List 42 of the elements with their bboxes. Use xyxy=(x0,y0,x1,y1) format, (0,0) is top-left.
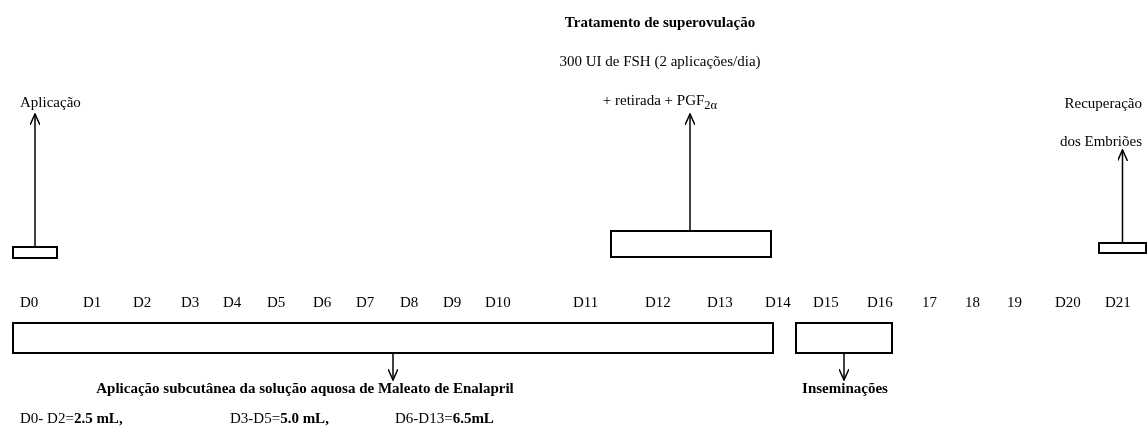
arrow xyxy=(387,353,399,381)
bracket-box xyxy=(1098,242,1147,254)
note-text: + retirada + PGF$_{2α}$ xyxy=(602,92,718,108)
note-text: Inseminações xyxy=(802,380,888,396)
day-label: D2 xyxy=(133,294,152,311)
note-text: 300 UI de FSH (2 aplicações/dia) xyxy=(559,53,761,69)
bracket-box xyxy=(12,246,58,259)
arrow xyxy=(29,113,41,247)
bracket-box xyxy=(795,322,893,354)
day-label: D13 xyxy=(707,294,733,311)
bracket-box xyxy=(12,322,774,354)
day-label: D3 xyxy=(181,294,200,311)
day-label: D1 xyxy=(83,294,102,311)
day-label: D5 xyxy=(267,294,286,311)
day-label: D0 xyxy=(20,294,39,311)
day-label: D4 xyxy=(223,294,242,311)
note-text: Aplicação subcutânea da solução aquosa de Maleato de Enalapril xyxy=(96,380,514,396)
dose-note: D3-D5=5.0 mL, xyxy=(230,410,329,427)
dose-note: D6-D13=6.5mL xyxy=(395,410,494,427)
arrow xyxy=(684,113,696,231)
day-label: D12 xyxy=(645,294,671,311)
day-label: 19 xyxy=(1007,294,1022,311)
day-label: 17 xyxy=(922,294,937,311)
arrow xyxy=(1116,149,1129,243)
bracket-box xyxy=(610,230,772,258)
day-label: D8 xyxy=(400,294,419,311)
dose-note: D0- D2=2.5 mL, xyxy=(20,410,123,427)
day-label: D21 xyxy=(1105,294,1131,311)
day-label: D20 xyxy=(1055,294,1081,311)
day-label: D9 xyxy=(443,294,462,311)
arrow xyxy=(838,353,850,381)
heading-text: Tratamento de superovulação xyxy=(564,14,756,30)
day-label: D11 xyxy=(573,294,599,311)
note-text: Aplicação xyxy=(20,94,81,110)
day-label: D10 xyxy=(485,294,511,311)
day-label: 18 xyxy=(965,294,980,311)
note-text: Recuperação dos Embriões xyxy=(1059,95,1142,149)
day-label: D6 xyxy=(313,294,332,311)
day-label: D16 xyxy=(867,294,893,311)
day-label: D14 xyxy=(765,294,791,311)
day-label: D15 xyxy=(813,294,839,311)
day-label: D7 xyxy=(356,294,375,311)
